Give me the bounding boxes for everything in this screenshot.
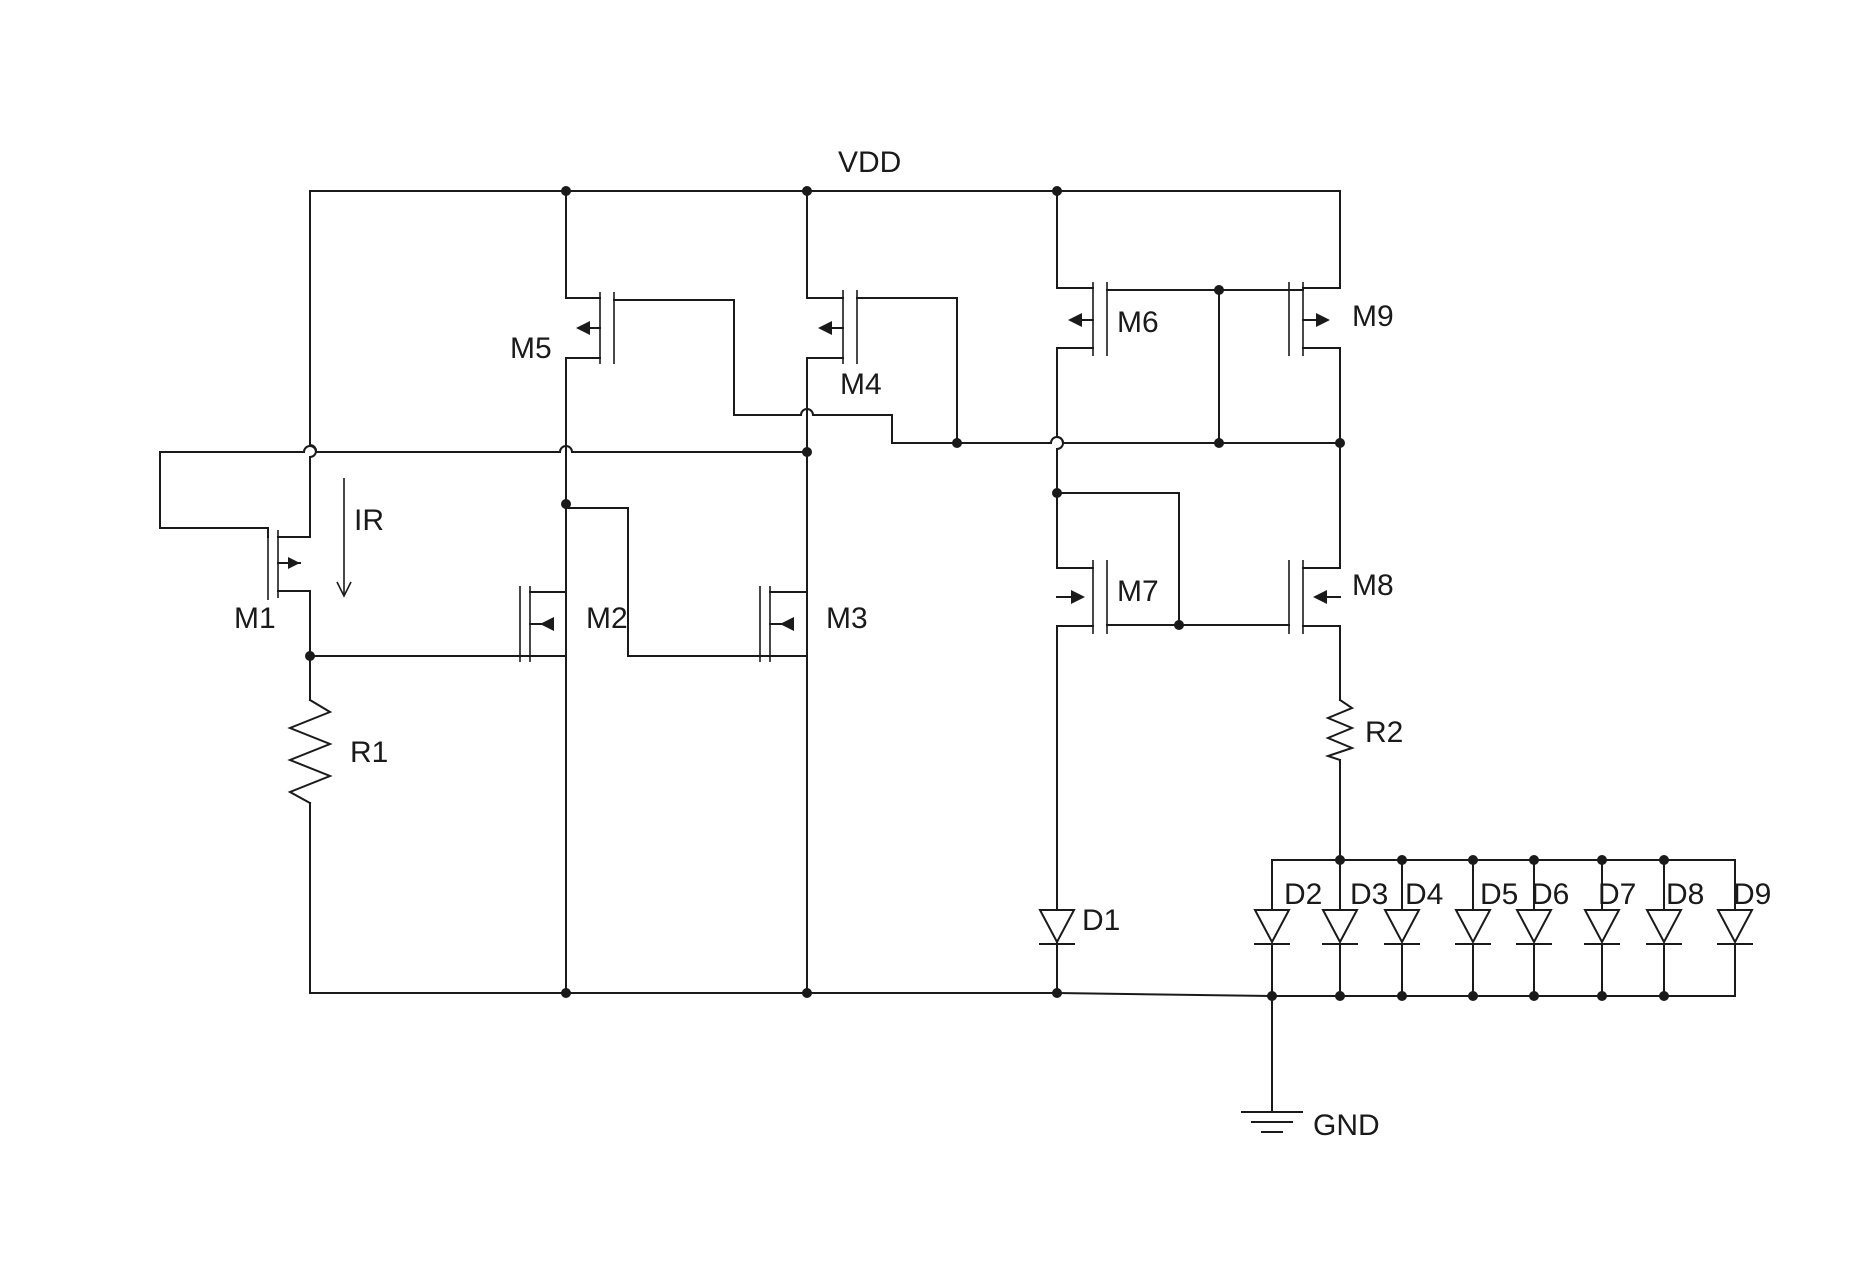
m9-wires [1303, 288, 1340, 568]
diode-d6 [1517, 910, 1551, 944]
junction-dots [305, 186, 1669, 1001]
diode-d1 [1040, 910, 1074, 944]
m1-gate-loop [160, 452, 304, 537]
m7-label: M7 [1117, 575, 1159, 608]
m8-label: M8 [1352, 569, 1394, 602]
d1-label: D1 [1082, 904, 1120, 937]
m1-source-wire [278, 591, 310, 700]
diodes [1040, 910, 1752, 944]
transistor-m9 [1289, 282, 1330, 356]
m4-label: M4 [840, 368, 882, 401]
diode-d4 [1385, 910, 1419, 944]
transistor-m7 [1057, 560, 1107, 634]
m3-label: M3 [826, 602, 868, 635]
m9-arrow [1316, 313, 1330, 327]
diode-d5 [1456, 910, 1490, 944]
m6-arrow [1068, 313, 1082, 327]
m5-gate-wire [614, 300, 1340, 443]
m5-label: M5 [510, 332, 552, 365]
ir-current-arrow [337, 478, 351, 596]
m5-wires [566, 191, 600, 504]
crossovers [304, 409, 1063, 457]
m3-wires [770, 504, 807, 656]
d8-label: D8 [1666, 878, 1704, 911]
d2-label: D2 [1284, 878, 1322, 911]
d6-label: D6 [1531, 878, 1569, 911]
diode-d8 [1647, 910, 1681, 944]
resistor-r2 [1328, 700, 1352, 760]
transistor-m2 [520, 586, 566, 662]
transistor-m3 [760, 586, 807, 662]
d7-label: D7 [1598, 878, 1636, 911]
m6-label: M6 [1117, 306, 1159, 339]
d3-label: D3 [1350, 878, 1388, 911]
d4-label: D4 [1405, 878, 1443, 911]
d5-label: D5 [1480, 878, 1518, 911]
diode-d3 [1323, 910, 1357, 944]
hop-1057-vertical [1057, 437, 1063, 449]
m3-arrow [780, 617, 794, 631]
m2-label: M2 [586, 602, 628, 635]
wires [160, 191, 1735, 1112]
m1-label: M1 [234, 602, 276, 635]
ir-label: IR [354, 504, 384, 537]
m8-wires [1303, 626, 1340, 700]
m4-wires [807, 191, 843, 993]
ground-rail [310, 993, 1272, 996]
m8-arrow [1313, 590, 1327, 604]
transistor-m1 [268, 528, 310, 600]
transistor-m6 [1068, 282, 1107, 356]
m2-arrow [540, 617, 554, 631]
m6-wires [1057, 191, 1093, 493]
ground-symbol [1242, 1112, 1302, 1132]
m4-arrow [818, 321, 832, 335]
m7-arrow [1071, 590, 1085, 604]
diode-d9 [1718, 910, 1752, 944]
transistor-m8 [1289, 560, 1340, 634]
gnd-label: GND [1313, 1109, 1380, 1142]
d9-label: D9 [1733, 878, 1771, 911]
r2-label: R2 [1365, 716, 1403, 749]
r1-label: R1 [350, 736, 388, 769]
m9-label: M9 [1352, 300, 1394, 333]
vdd-rail [310, 191, 1340, 288]
transistor-m4 [818, 290, 857, 364]
resistor-r1 [290, 700, 330, 803]
m2-wires [310, 504, 566, 993]
diode-d2 [1255, 910, 1289, 944]
vdd-label: VDD [838, 146, 901, 179]
m5-arrow [576, 321, 590, 335]
m1-arrow [288, 557, 300, 569]
diode-d7 [1585, 910, 1619, 944]
transistor-m5 [576, 292, 614, 364]
